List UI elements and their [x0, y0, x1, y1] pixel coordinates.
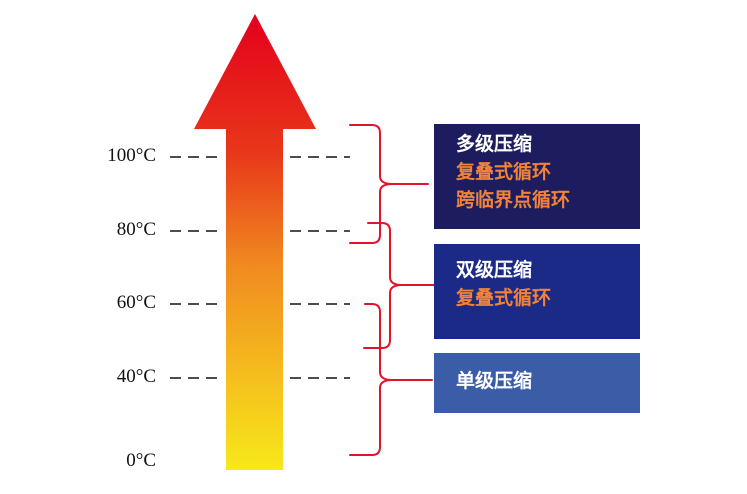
box-dual-stage-bg	[434, 244, 640, 339]
box-multi-stage-line-3: 跨临界点循环	[456, 189, 571, 211]
box-multi-stage-line-2: 复叠式循环	[456, 161, 552, 183]
temperature-arrow	[194, 14, 316, 470]
box-multi-stage-bg	[434, 124, 640, 229]
box-single-stage-bg	[434, 353, 640, 413]
box-single-stage-line-1: 单级压缩	[456, 370, 533, 392]
box-single-stage: 单级压缩	[434, 353, 640, 413]
temp-label-80: 80°C	[116, 219, 156, 240]
temp-label-60: 60°C	[116, 292, 156, 313]
dash-lines	[170, 156, 350, 379]
bracket-multi-stage	[349, 124, 429, 244]
box-dual-stage-line-1: 双级压缩	[456, 259, 533, 281]
temp-label-40: 40°C	[116, 366, 156, 387]
bracket-single-stage	[349, 303, 433, 456]
box-dual-stage: 双级压缩 复叠式循环	[434, 244, 640, 339]
temp-label-100: 100°C	[107, 145, 156, 166]
box-multi-stage-line-1: 多级压缩	[456, 133, 533, 155]
box-multi-stage: 多级压缩 复叠式循环 跨临界点循环	[434, 124, 640, 229]
temp-label-0: 0°C	[126, 450, 156, 471]
box-dual-stage-line-2: 复叠式循环	[456, 287, 552, 309]
